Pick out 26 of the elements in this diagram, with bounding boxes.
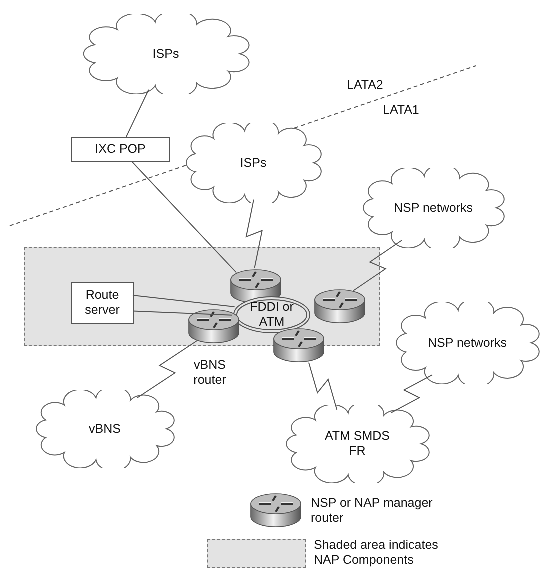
network-cloud: vBNS	[35, 390, 175, 468]
network-cloud: ATM SMDS FR	[285, 405, 430, 483]
serial-link	[308, 362, 338, 410]
label-box: IXC POP	[71, 137, 170, 162]
region-label: LATA1	[383, 102, 420, 119]
router-icon	[187, 309, 241, 345]
network-cloud: NSP networks	[395, 302, 540, 384]
serial-link	[353, 240, 403, 292]
router-icon	[313, 289, 367, 325]
region-label: LATA2	[347, 77, 384, 94]
connection-line	[132, 310, 233, 316]
serial-link	[246, 199, 263, 268]
router-caption: vBNS router	[192, 358, 228, 388]
connection-line	[132, 295, 236, 308]
connection-line	[132, 162, 238, 274]
legend-text: NSP or NAP manager router	[311, 496, 434, 526]
connection-line	[126, 89, 150, 138]
serial-link	[390, 374, 434, 414]
router-icon	[272, 328, 326, 364]
serial-link	[136, 340, 198, 399]
label-box: Route server	[71, 282, 134, 324]
network-cloud: NSP networks	[362, 168, 505, 248]
shaded-area	[24, 247, 380, 346]
legend-text: Shaded area indicates NAP Components	[314, 538, 440, 568]
network-cloud: ISPs	[185, 123, 322, 203]
network-cloud: ISPs	[82, 14, 250, 94]
